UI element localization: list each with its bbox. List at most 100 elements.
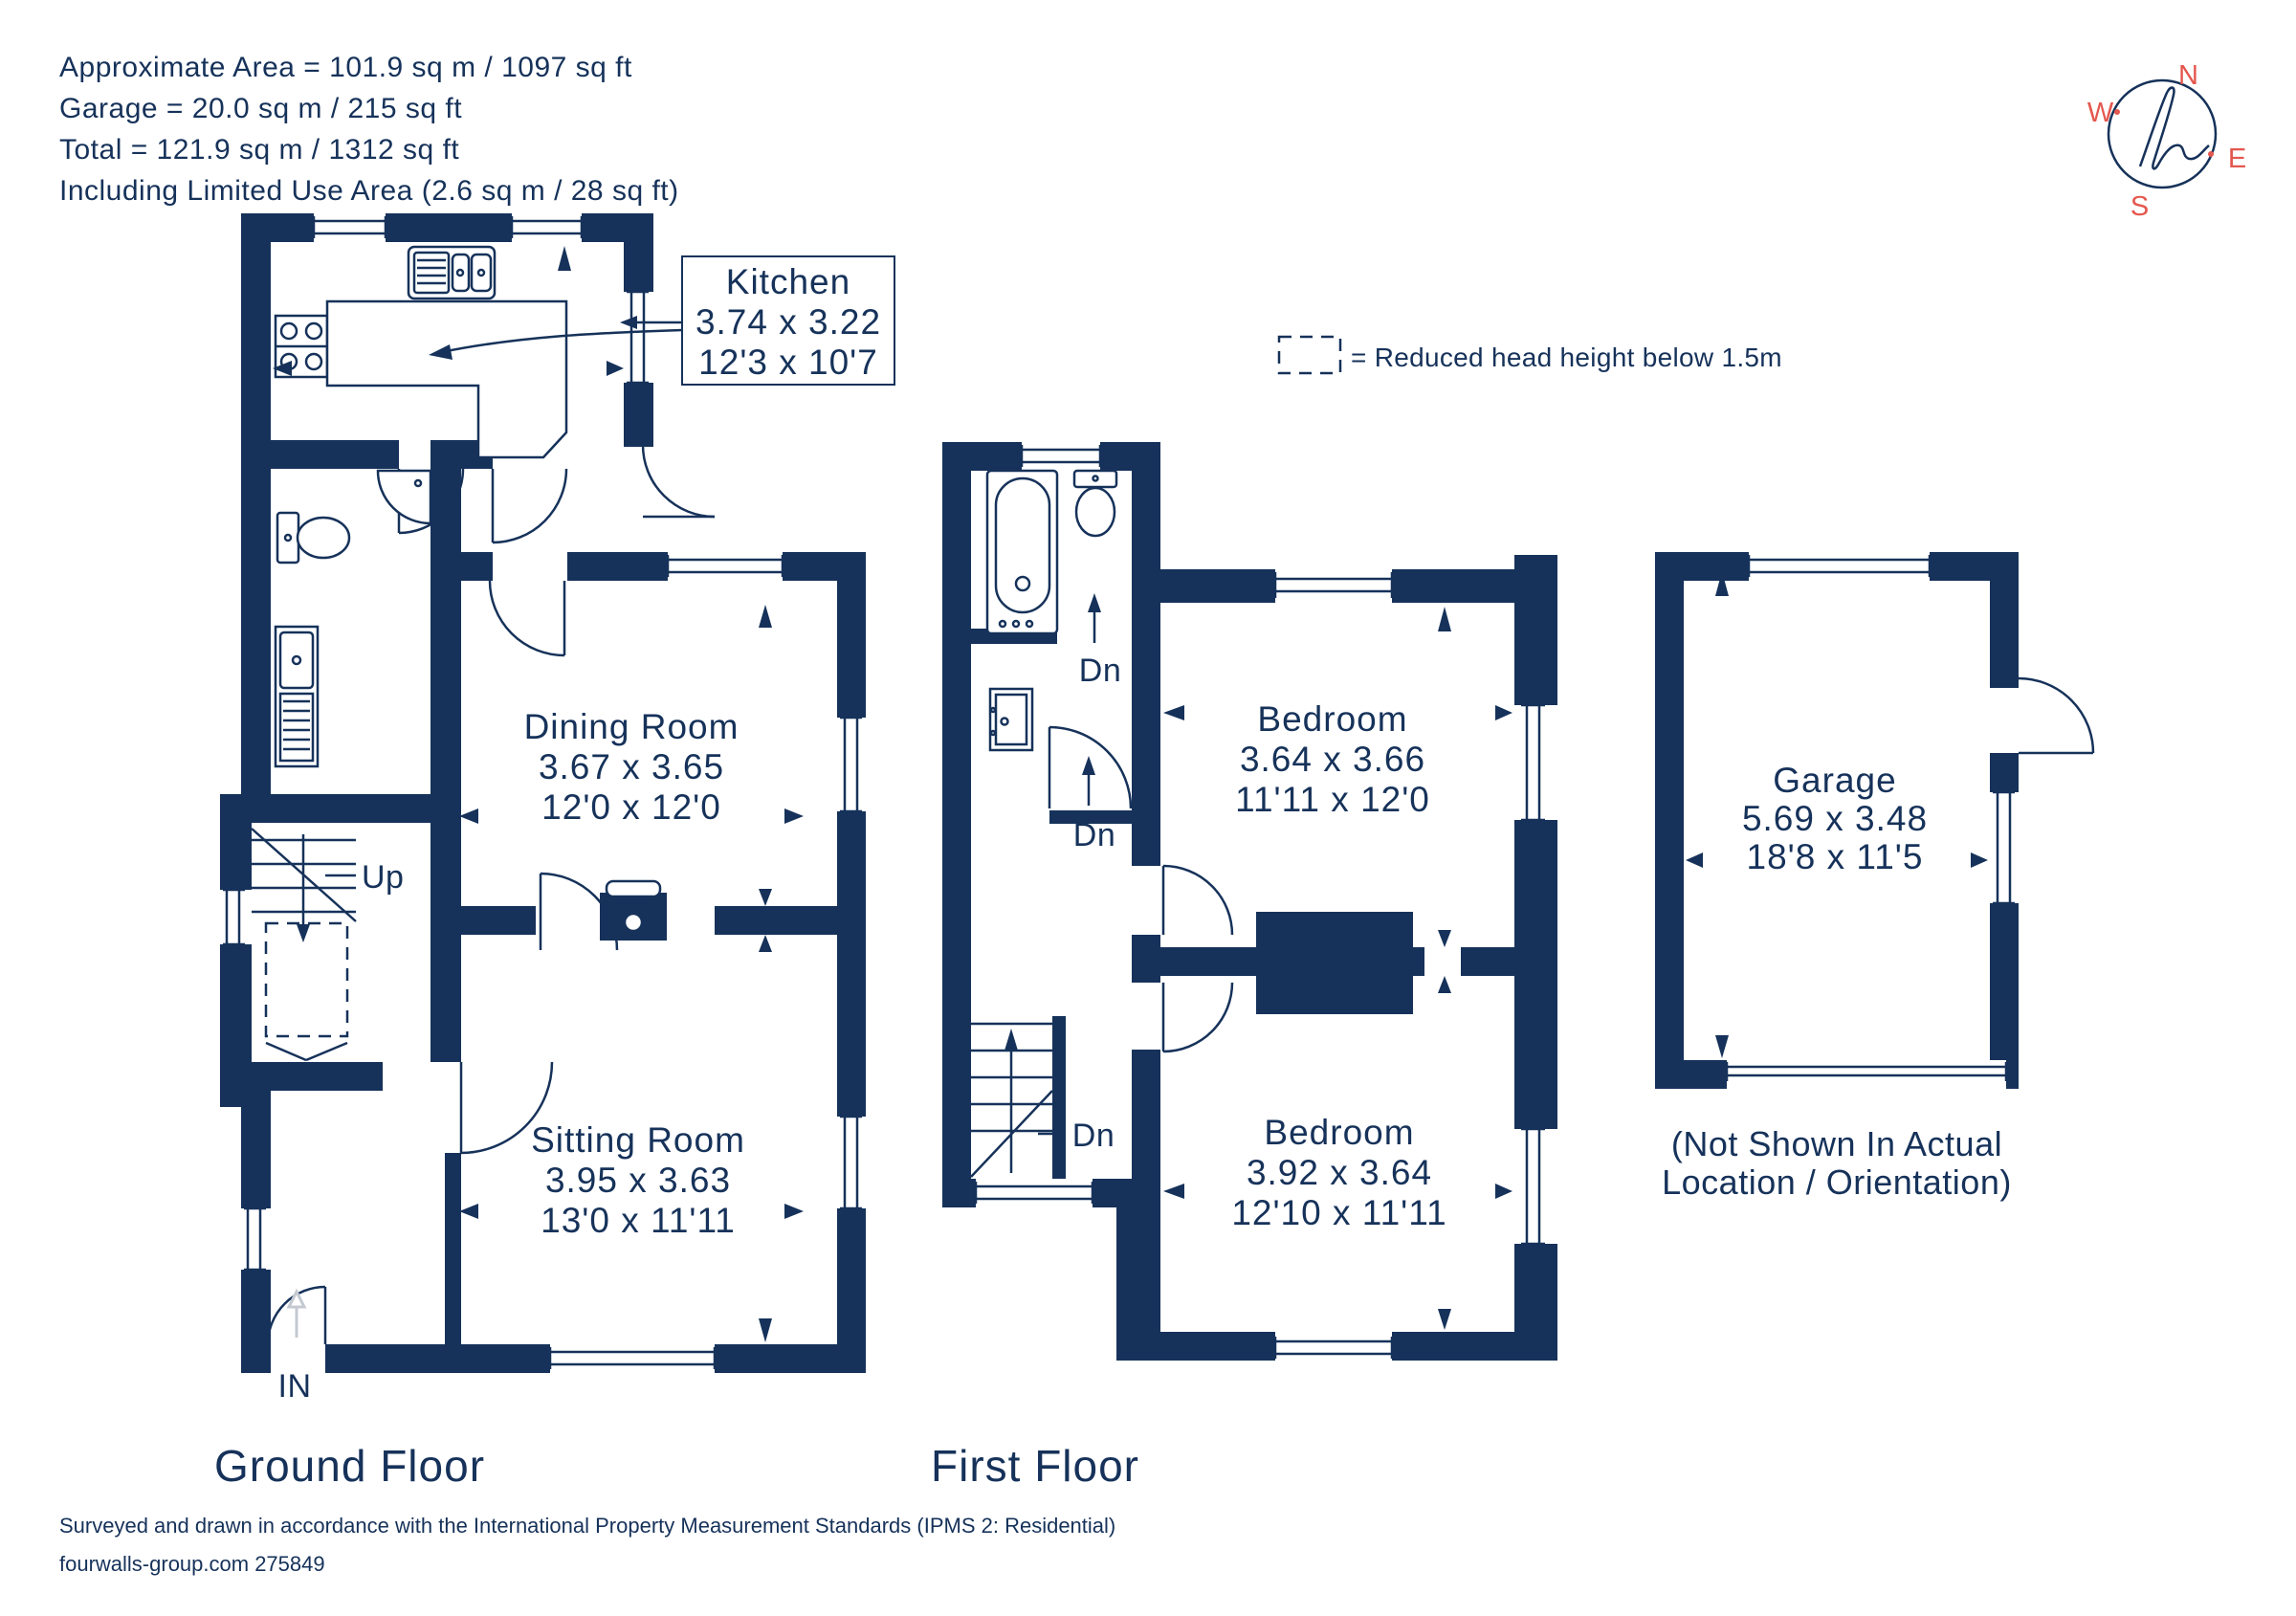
door-arc xyxy=(539,872,619,951)
up-label: Up xyxy=(362,859,404,896)
window xyxy=(1273,1337,1394,1359)
window xyxy=(223,888,245,946)
area-summary: Approximate Area = 101.9 sq m / 1097 sq … xyxy=(59,52,679,207)
bedroom2-imperial: 12'10 x 11'11 xyxy=(1231,1193,1446,1232)
garage-imperial: 18'8 x 11'5 xyxy=(1747,837,1924,876)
garage-walls xyxy=(1655,552,2019,1089)
bedroom1-metric: 3.64 x 3.66 xyxy=(1240,740,1425,779)
dn-label-3: Dn xyxy=(1072,1118,1115,1154)
first-floor-windows xyxy=(974,445,1545,1359)
toilet-icon xyxy=(1072,469,1118,538)
first-floor-stairs-icon xyxy=(970,1022,1065,1178)
compass-e: E xyxy=(2228,144,2247,174)
compass-icon: N W E S xyxy=(2087,60,2247,222)
window xyxy=(627,290,649,385)
bedroom2-metric: 3.92 x 3.64 xyxy=(1247,1153,1432,1192)
garage-door xyxy=(1725,1062,2008,1081)
wc-fixtures xyxy=(274,469,432,768)
kitchen-imperial: 12'3 x 10'7 xyxy=(698,343,878,382)
bedroom1-imperial: 11'11 x 12'0 xyxy=(1235,780,1430,819)
window xyxy=(1747,555,1932,577)
compass-w-dot xyxy=(2114,109,2120,115)
door-arc xyxy=(1048,725,1133,809)
sitting-room-metric: 3.95 x 3.63 xyxy=(545,1161,731,1200)
ground-floor-plan: Kitchen 3.74 x 3.22 12'3 x 10'7 Dining R… xyxy=(220,213,895,1405)
basin-icon xyxy=(988,687,1034,752)
first-floor-title: First Floor xyxy=(931,1441,1139,1491)
bedroom1-name: Bedroom xyxy=(1257,699,1407,739)
ground-floor-measure-arrows xyxy=(273,246,804,1342)
first-floor-measure-arrows xyxy=(1163,607,1512,1330)
dn-label-2: Dn xyxy=(1073,817,1115,853)
window xyxy=(840,1115,862,1210)
ground-floor-walls xyxy=(220,213,866,1373)
window xyxy=(1993,790,2015,905)
ground-floor-windows xyxy=(223,216,862,1369)
utility-sink-icon xyxy=(274,625,320,768)
compass-s: S xyxy=(2130,191,2150,222)
entry-arrow-icon xyxy=(286,1288,307,1338)
legend: = Reduced head height below 1.5m xyxy=(1277,335,1782,375)
garage-measure-arrows xyxy=(1686,571,1988,1058)
dining-room-metric: 3.67 x 3.65 xyxy=(539,747,724,786)
first-floor-doors xyxy=(1048,725,1234,1053)
window xyxy=(974,1182,1094,1204)
compass-e-dot xyxy=(2208,151,2214,157)
door-arc xyxy=(641,444,716,519)
dn-label-1: Dn xyxy=(1079,653,1121,689)
door-arc xyxy=(2018,676,2095,755)
door-arc xyxy=(459,1061,554,1155)
door-arc xyxy=(491,468,568,544)
limited-use-text: Including Limited Use Area (2.6 sq m / 2… xyxy=(59,175,679,207)
kitchen-label-box xyxy=(429,255,895,386)
window xyxy=(548,1347,717,1369)
compass-w: W xyxy=(2087,98,2114,128)
kitchen-counter xyxy=(325,299,568,459)
reduced-head-height-icon xyxy=(1277,335,1342,375)
garage-note-line2: Location / Orientation) xyxy=(1662,1162,2012,1202)
bathroom-fixtures xyxy=(985,469,1118,752)
bath-icon xyxy=(985,469,1059,635)
ground-floor-doors xyxy=(266,444,716,1345)
stairs-icon xyxy=(251,828,357,1062)
in-label: IN xyxy=(278,1368,312,1405)
window xyxy=(312,216,387,238)
reduced-head-height-area xyxy=(264,921,349,1038)
window xyxy=(244,1206,266,1272)
garage-name: Garage xyxy=(1773,761,1896,800)
sitting-room-name: Sitting Room xyxy=(531,1120,745,1160)
garage-plan: Garage 5.69 x 3.48 18'8 x 11'5 (Not Show… xyxy=(1655,552,2095,1202)
window xyxy=(1020,445,1102,467)
door-arc xyxy=(266,1285,327,1345)
dining-room-name: Dining Room xyxy=(524,707,740,746)
kitchen-metric: 3.74 x 3.22 xyxy=(695,302,881,342)
bedroom2-name: Bedroom xyxy=(1264,1113,1414,1152)
surveyed-text: Surveyed and drawn in accordance with th… xyxy=(59,1514,1115,1538)
window xyxy=(1273,572,1394,598)
kitchen-name: Kitchen xyxy=(726,262,850,301)
fireplace-icon xyxy=(605,879,662,933)
garage-windows xyxy=(1747,555,2015,905)
total-area-text: Total = 121.9 sq m / 1312 sq ft xyxy=(59,134,459,166)
corner-basin-icon xyxy=(376,469,432,525)
door-arc xyxy=(1161,864,1234,936)
approximate-area-text: Approximate Area = 101.9 sq m / 1097 sq … xyxy=(59,52,632,83)
window xyxy=(666,555,784,577)
garage-metric: 5.69 x 3.48 xyxy=(1742,799,1928,838)
ground-floor-title: Ground Floor xyxy=(214,1441,485,1491)
dining-room-imperial: 12'0 x 12'0 xyxy=(541,787,721,827)
window xyxy=(510,216,584,238)
garage-area-text: Garage = 20.0 sq m / 215 sq ft xyxy=(59,93,462,124)
sitting-room-imperial: 13'0 x 11'11 xyxy=(541,1201,736,1240)
footer: Ground Floor First Floor Surveyed and dr… xyxy=(59,1441,1139,1576)
legend-text: = Reduced head height below 1.5m xyxy=(1351,343,1782,372)
window xyxy=(1521,703,1545,822)
door-arc xyxy=(488,580,566,657)
compass-n: N xyxy=(2178,60,2199,91)
kitchen-fixtures xyxy=(274,245,568,459)
sink-icon xyxy=(407,245,497,300)
first-floor-walls xyxy=(942,442,1557,1361)
dn-arrows xyxy=(1082,593,1101,806)
